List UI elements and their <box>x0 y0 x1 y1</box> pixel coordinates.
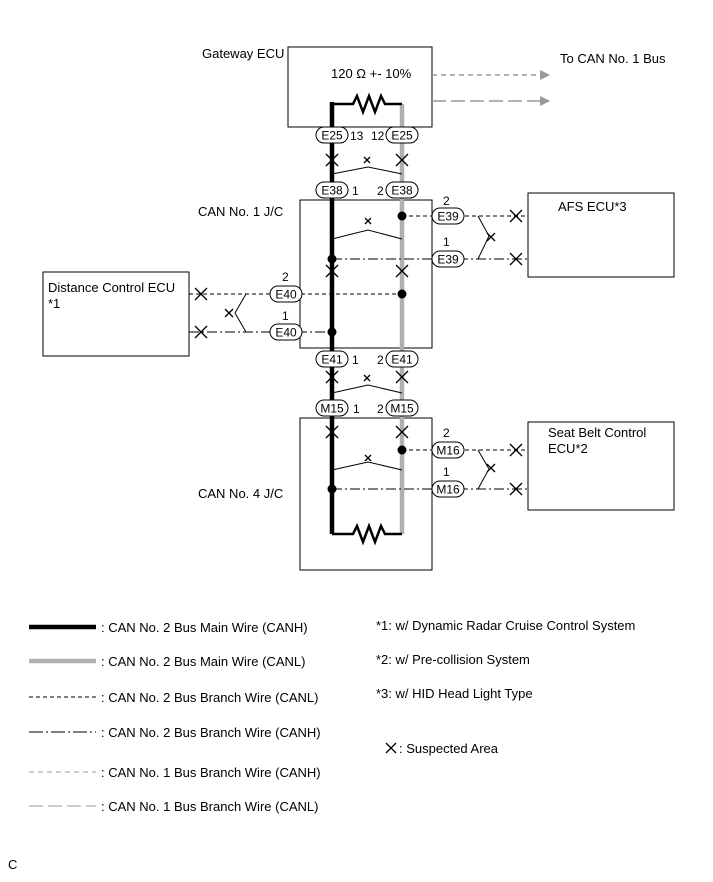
jc1-box <box>299 199 433 349</box>
jc1-label: CAN No. 1 J/C <box>198 204 283 219</box>
svg-text:E40: E40 <box>275 288 297 302</box>
seatbelt-ecu-label-2: ECU*2 <box>548 441 588 456</box>
svg-text:M16: M16 <box>436 483 460 497</box>
note-2: *2: w/ Pre-collision System <box>376 652 530 667</box>
corner-mark: C <box>8 857 17 872</box>
connector-m15-left: M15 <box>315 399 349 417</box>
pin-1: 1 <box>282 309 289 323</box>
gateway-ecu-box <box>287 46 433 128</box>
legend-label-1: : CAN No. 2 Bus Main Wire (CANH) <box>101 620 308 635</box>
junction-dot <box>327 484 337 494</box>
note-1: *1: w/ Dynamic Radar Cruise Control Syst… <box>376 618 635 633</box>
connector-e41-right: E41 <box>385 350 419 368</box>
note-3: *3: w/ HID Head Light Type <box>376 686 533 701</box>
distance-ecu-label-2: *1 <box>48 296 60 311</box>
bracket-jc1-inner <box>331 229 403 240</box>
jc4-resistor <box>332 522 402 546</box>
connector-e39-bottom: E39 <box>431 250 465 268</box>
svg-text:E25: E25 <box>321 129 343 143</box>
pin-1: 1 <box>443 235 450 249</box>
suspected-area-label: : Suspected Area <box>399 741 499 756</box>
connector-e25-left: E25 <box>315 126 349 144</box>
legend-label-6: : CAN No. 1 Bus Branch Wire (CANL) <box>101 799 318 814</box>
pin-2: 2 <box>282 270 289 284</box>
afs-ecu-label: AFS ECU*3 <box>558 199 627 214</box>
pin-2: 2 <box>377 402 384 416</box>
junction-dot <box>327 327 337 337</box>
svg-text:E25: E25 <box>391 129 413 143</box>
gateway-ecu-label: Gateway ECU <box>202 46 284 61</box>
pin-1: 1 <box>353 402 360 416</box>
bracket-jc4-inner <box>331 461 403 471</box>
svg-text:E38: E38 <box>321 184 343 198</box>
pin-1: 1 <box>352 353 359 367</box>
seatbelt-ecu-label-1: Seat Belt Control <box>548 425 646 440</box>
distance-ecu-box <box>42 271 190 357</box>
connector-m16-bottom: M16 <box>431 480 465 498</box>
junction-dot <box>397 445 407 455</box>
pin-12: 12 <box>371 129 385 143</box>
connector-e25-right: E25 <box>385 126 419 144</box>
suspected-x-marks <box>194 153 523 496</box>
legend-label-3: : CAN No. 2 Bus Branch Wire (CANL) <box>101 690 318 705</box>
svg-text:M15: M15 <box>390 402 414 416</box>
bracket-distance <box>234 293 247 333</box>
svg-text:E41: E41 <box>391 353 413 367</box>
svg-text:E41: E41 <box>321 353 343 367</box>
connector-m16-top: M16 <box>431 441 465 459</box>
junction-dot <box>327 254 337 264</box>
svg-text:E39: E39 <box>437 253 459 267</box>
svg-text:M16: M16 <box>436 444 460 458</box>
pin-2: 2 <box>377 184 384 198</box>
svg-text:E39: E39 <box>437 210 459 224</box>
pin-1: 1 <box>352 184 359 198</box>
seatbelt-ecu-box <box>527 421 675 511</box>
bracket-seatbelt <box>477 449 490 490</box>
junction-dot <box>397 211 407 221</box>
connector-e38-right: E38 <box>385 181 419 199</box>
svg-text:E40: E40 <box>275 326 297 340</box>
pin-13: 13 <box>350 129 364 143</box>
gateway-resistor-value: 120 Ω +- 10% <box>331 66 412 81</box>
legend-label-4: : CAN No. 2 Bus Branch Wire (CANH) <box>101 725 321 740</box>
svg-text:E38: E38 <box>391 184 413 198</box>
afs-ecu-box <box>527 192 675 278</box>
jc4-box <box>299 417 433 571</box>
connector-e40-top: E40 <box>269 285 303 303</box>
to-can1-bus-label: To CAN No. 1 Bus <box>560 51 666 66</box>
bracket-afs <box>477 215 490 260</box>
pin-2: 2 <box>443 194 450 208</box>
connector-e39-top: E39 <box>431 207 465 225</box>
legend-label-5: : CAN No. 1 Bus Branch Wire (CANH) <box>101 765 321 780</box>
connector-m15-right: M15 <box>385 399 419 417</box>
svg-text:M15: M15 <box>320 402 344 416</box>
connector-e40-bottom: E40 <box>269 323 303 341</box>
gateway-resistor <box>332 92 402 116</box>
bracket-gw-jc1 <box>331 166 403 175</box>
pin-2: 2 <box>443 426 450 440</box>
suspected-x-icon <box>385 742 397 754</box>
bracket-jc1-jc4 <box>331 384 403 394</box>
pin-2: 2 <box>377 353 384 367</box>
junction-dot <box>397 289 407 299</box>
jc4-label: CAN No. 4 J/C <box>198 486 283 501</box>
pin-1: 1 <box>443 465 450 479</box>
distance-ecu-label-1: Distance Control ECU <box>48 280 175 295</box>
connector-e41-left: E41 <box>315 350 349 368</box>
legend-label-2: : CAN No. 2 Bus Main Wire (CANL) <box>101 654 305 669</box>
connector-e38-left: E38 <box>315 181 349 199</box>
